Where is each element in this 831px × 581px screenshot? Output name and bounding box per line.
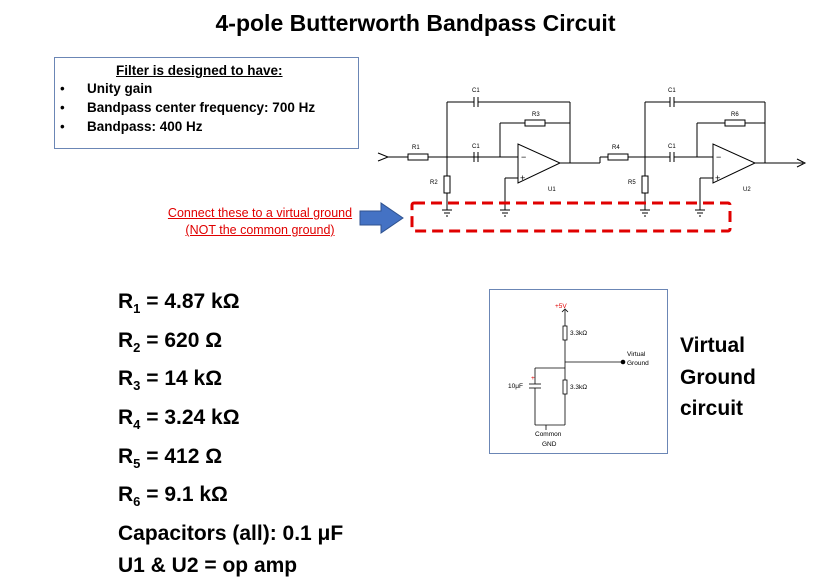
bullet-icon: • bbox=[60, 100, 65, 115]
opamp-plus: + bbox=[520, 173, 525, 183]
vg-title-line: Ground bbox=[680, 365, 756, 389]
vg-cap-label: 10μF bbox=[508, 383, 523, 390]
virtual-ground-title: Virtual Ground circuit bbox=[680, 330, 756, 425]
value-opamps: U1 & U2 = op amp bbox=[118, 553, 298, 577]
label-u1: U1 bbox=[548, 187, 556, 193]
page-title: 4-pole Butterworth Bandpass Circuit bbox=[215, 10, 616, 36]
vg-gnd-line1: Common bbox=[535, 431, 562, 438]
label-c1: C1 bbox=[472, 144, 480, 150]
label-r2: R2 bbox=[430, 180, 438, 186]
virtual-ground-note: Connect these to a virtual ground (NOT t… bbox=[150, 205, 370, 239]
opamp-minus: − bbox=[716, 152, 721, 162]
value-r2: R2 = 620 Ω bbox=[118, 328, 223, 355]
vg-output-line2: Ground bbox=[627, 360, 649, 367]
value-r3: R3 = 14 kΩ bbox=[118, 367, 223, 394]
bandpass-schematic: R1 R2 R3 R4 R5 R6 C1 C1 C1 C1 U1 U2 − + … bbox=[359, 88, 807, 234]
value-capacitors: Capacitors (all): 0.1 μF bbox=[118, 522, 344, 546]
bullet-icon: • bbox=[60, 81, 65, 96]
spec-box: Filter is designed to have: • Unity gain… bbox=[54, 57, 359, 149]
value-r1: R1 = 4.87 kΩ bbox=[118, 290, 240, 317]
note-line-2: (NOT the common ground) bbox=[185, 223, 335, 237]
label-c1: C1 bbox=[668, 144, 676, 150]
vg-r-top-label: 3.3kΩ bbox=[570, 330, 587, 337]
spec-item: Bandpass: 400 Hz bbox=[87, 119, 203, 134]
spec-heading: Filter is designed to have: bbox=[116, 63, 283, 78]
component-values: R1 = 4.87 kΩ R2 = 620 Ω R3 = 14 kΩ R4 = … bbox=[118, 286, 343, 581]
vg-supply-label: +5V bbox=[555, 303, 567, 310]
label-r3: R3 bbox=[532, 112, 540, 118]
label-r4: R4 bbox=[612, 145, 620, 151]
vg-r-bottom-label: 3.3kΩ bbox=[570, 384, 587, 391]
virtual-ground-circuit-box: +5V 3.3kΩ 3.3kΩ 10μF + Virtual Ground Co… bbox=[489, 289, 668, 454]
label-r1: R1 bbox=[412, 145, 420, 151]
spec-item: Bandpass center frequency: 700 Hz bbox=[87, 100, 316, 115]
note-line-1: Connect these to a virtual ground bbox=[167, 206, 353, 220]
label-c1: C1 bbox=[472, 88, 480, 94]
value-r6: R6 = 9.1 kΩ bbox=[118, 483, 228, 510]
label-u2: U2 bbox=[743, 187, 751, 193]
bullet-icon: • bbox=[60, 119, 65, 134]
spec-item: Unity gain bbox=[87, 81, 153, 96]
value-r4: R4 = 3.24 kΩ bbox=[118, 406, 240, 433]
vg-gnd-line2: GND bbox=[542, 441, 557, 448]
vg-title-line: circuit bbox=[680, 397, 744, 420]
value-r5: R5 = 412 Ω bbox=[118, 444, 223, 471]
vg-cap-plus: + bbox=[531, 375, 535, 382]
virtual-ground-highlight bbox=[410, 201, 732, 233]
opamp-plus: + bbox=[715, 173, 720, 183]
label-c1: C1 bbox=[668, 88, 676, 94]
label-r5: R5 bbox=[628, 180, 636, 186]
vg-output-line1: Virtual bbox=[627, 351, 646, 358]
vg-title-line: Virtual bbox=[680, 334, 745, 357]
virtual-ground-schematic: +5V 3.3kΩ 3.3kΩ 10μF + Virtual Ground Co… bbox=[508, 303, 649, 448]
label-r6: R6 bbox=[731, 112, 739, 118]
opamp-minus: − bbox=[521, 152, 526, 162]
arrow-right-icon bbox=[359, 202, 404, 234]
